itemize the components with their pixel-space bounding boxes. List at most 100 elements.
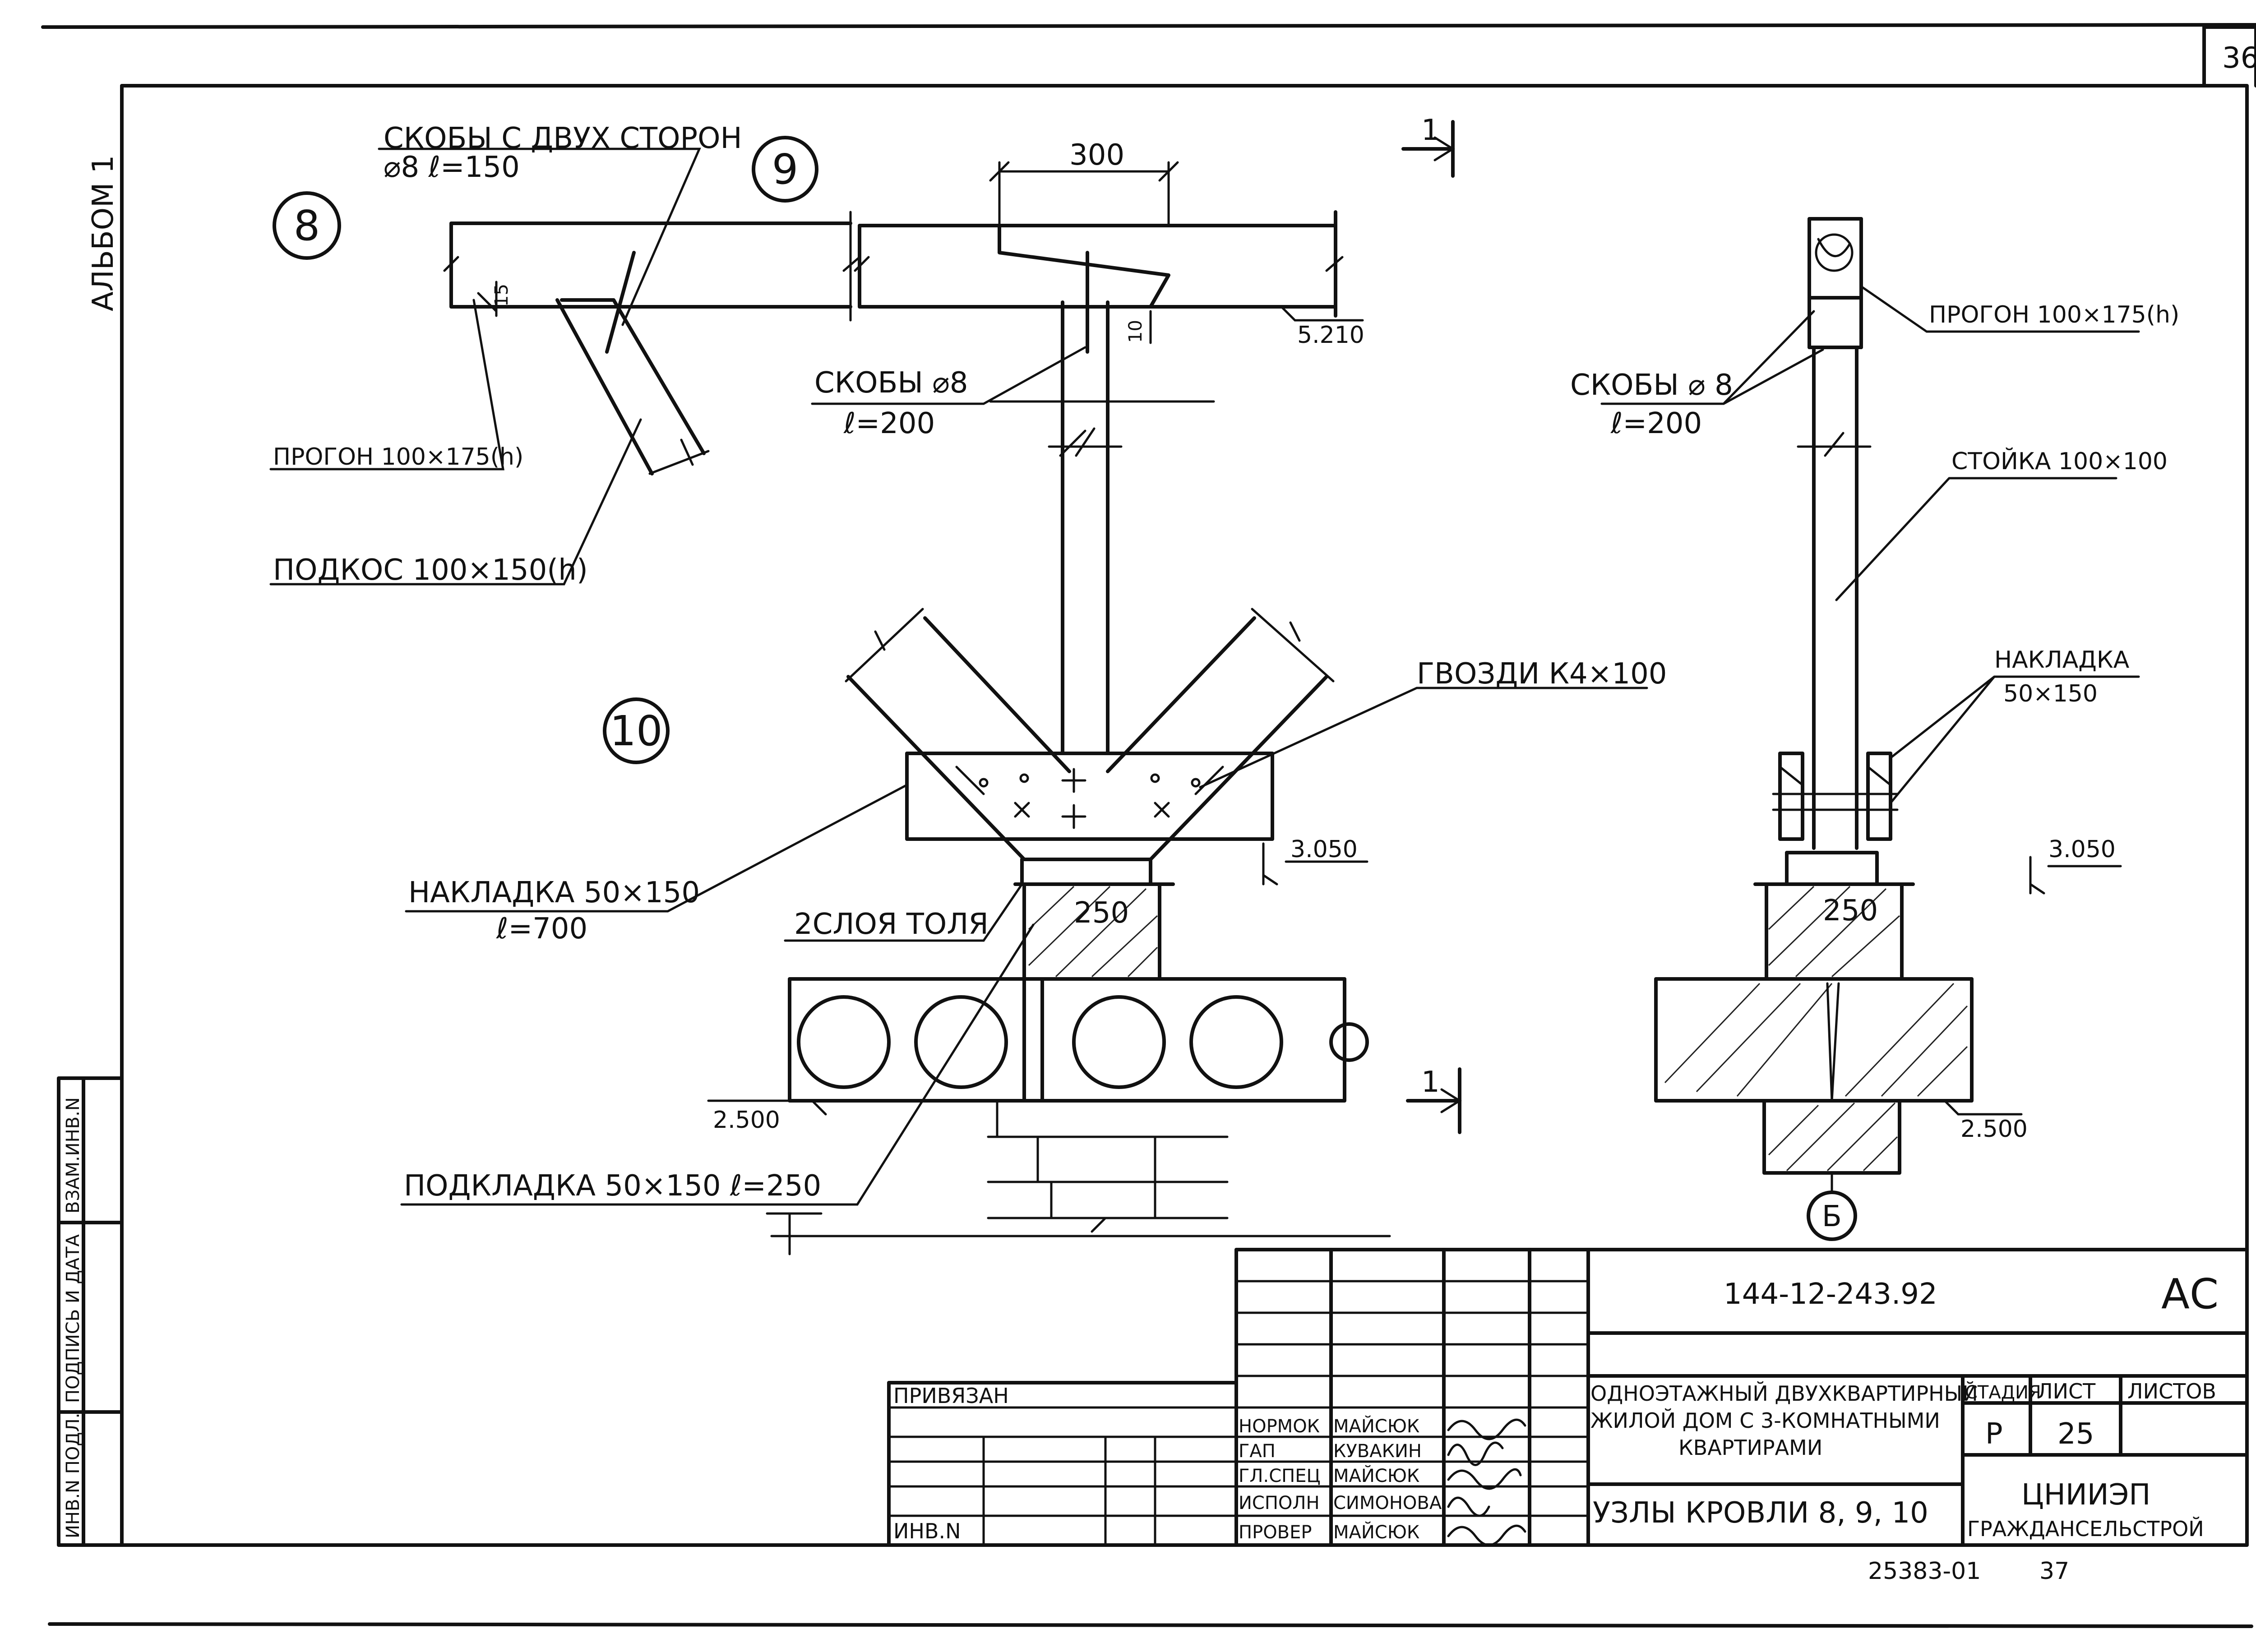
label-podkos: ПОДКОС 100×150(h) xyxy=(273,554,588,587)
base-block-section xyxy=(1785,851,1879,886)
svg-text:1: 1 xyxy=(1421,1066,1440,1099)
node-8-number: 8 xyxy=(294,202,320,250)
node-9-circle xyxy=(752,136,818,203)
side-stamp: ВЗАМ.ИНВ.N ПОДПИСЬ И ДАТА ИНВ.N ПОДЛ. xyxy=(57,1076,124,1547)
tb-org-1: ЦНИИЭП xyxy=(2021,1478,2150,1512)
stamp-podpis: ПОДПИСЬ И ДАТА xyxy=(63,1234,83,1403)
title-block: ПРИВЯЗАН ИНВ.N НОРМОК МАЙСЮК ГАП КУВАКИН… xyxy=(887,1248,2249,1585)
label-progon-right: ПРОГОН 100×175(h) xyxy=(1929,301,2179,328)
node-10-left-brace xyxy=(846,616,1071,861)
tb-sheets-header: ЛИСТОВ xyxy=(2127,1379,2216,1403)
leader-skoby-right xyxy=(1600,310,1824,405)
sheet-number: 36 xyxy=(2222,42,2256,75)
section-mark-bottom: 1 xyxy=(1406,1066,1462,1134)
staff-role: ГАП xyxy=(1239,1441,1276,1462)
leader-skoby-center xyxy=(811,346,1086,405)
staff-role: ИСПОЛН xyxy=(1239,1493,1320,1514)
slab-section xyxy=(1654,977,1974,1103)
label-nakladka-left-len: ℓ=700 xyxy=(496,912,587,946)
node-10-overlay-plate xyxy=(905,752,1274,841)
label-skoby-two-sides: СКОБЫ С ДВУХ СТОРОН xyxy=(384,122,742,155)
label-skoby-right: СКОБЫ ⌀ 8 xyxy=(1570,369,1733,402)
node-9: 9 300 10 5.210 СКОБЫ ⌀8 ℓ=200 xyxy=(752,136,1364,457)
node-10-right-brace xyxy=(1106,616,1328,861)
staff-name: КУВАКИН xyxy=(1333,1441,1422,1462)
dim-250-center: 250 xyxy=(1074,896,1129,930)
tb-inv-n: ИНВ.N xyxy=(893,1519,961,1543)
node-8-brace xyxy=(555,298,706,475)
hollow-core-slab xyxy=(788,977,1346,1103)
node-10: 10 250 3.05 xyxy=(400,300,1667,1255)
staff-role: НОРМОК xyxy=(1239,1416,1320,1437)
label-skoby-two-size: ⌀8 ℓ=150 xyxy=(384,151,520,184)
tb-org-2: ГРАЖДАНСЕЛЬСТРОЙ xyxy=(1967,1517,2204,1541)
post-section xyxy=(1812,346,1858,850)
label-nakladka-right-size: 50×150 xyxy=(2003,680,2098,707)
svg-text:1: 1 xyxy=(1421,114,1440,147)
tb-sheet: 25 xyxy=(2057,1417,2094,1451)
axis-marker xyxy=(1807,1191,1857,1241)
label-stoika: СТОЙКА 100×100 xyxy=(1951,448,2168,475)
label-skoby-center: СКОБЫ ⌀8 xyxy=(814,366,968,400)
elev-2500-right: 2.500 xyxy=(1960,1116,2028,1143)
tb-project-3: КВАРТИРАМИ xyxy=(1678,1435,1822,1460)
axis-mark: Б xyxy=(1822,1200,1842,1233)
drawing-frame xyxy=(120,84,2249,1547)
leader-nakladka-right xyxy=(1889,675,2140,804)
node-8-circle xyxy=(273,191,341,260)
label-gvozdi: ГВОЗДИ К4×100 xyxy=(1417,657,1667,691)
node-8: 8 15 СКОБЫ С ДВУХ СТОРОН ⌀8 ℓ=150 ПРОГОН… xyxy=(269,122,861,587)
tb-drawing-title: УЗЛЫ КРОВЛИ 8, 9, 10 xyxy=(1593,1496,1928,1530)
tb-privyazan: ПРИВЯЗАН xyxy=(893,1384,1009,1408)
label-nakladka-right: НАКЛАДКА xyxy=(1994,646,2130,674)
staff-role: ГЛ.СПЕЦ xyxy=(1239,1466,1321,1486)
node-10-post xyxy=(1061,300,1110,755)
staff-name: МАЙСЮК xyxy=(1333,1465,1419,1486)
node-10-circle xyxy=(603,697,670,764)
label-progon-left: ПРОГОН 100×175(h) xyxy=(273,443,523,471)
sheet-number-box xyxy=(2202,25,2256,88)
svg-text:15: 15 xyxy=(491,284,512,307)
svg-text:10: 10 xyxy=(1125,320,1146,343)
dim-300: 300 xyxy=(1069,138,1124,172)
leader-nakladka-left xyxy=(405,784,908,913)
tb-project-1: ОДНОЭТАЖНЫЙ ДВУХКВАРТИРНЫЙ xyxy=(1590,1381,1978,1406)
section-mark-top: 1 xyxy=(1401,114,1455,178)
signature xyxy=(1447,1468,1522,1490)
section-1-1: 250 Б 3.050 2.500 ПРОГОН 100×175(h) СКОБ… xyxy=(1570,217,2179,1241)
label-podkladka: ПОДКЛАДКА 50×150 ℓ=250 xyxy=(404,1169,821,1203)
stamp-vzam: ВЗАМ.ИНВ.N xyxy=(63,1097,83,1214)
elev-2500-left: 2.500 xyxy=(713,1107,780,1134)
side-plate-left xyxy=(1778,752,1804,841)
wall-section xyxy=(1762,1099,1901,1175)
node-9-number: 9 xyxy=(772,145,799,194)
leader-progon-right xyxy=(1860,285,2140,333)
elev-5210: 5.210 xyxy=(1297,322,1364,349)
album-label: АЛЬБОМ 1 xyxy=(87,155,120,311)
node-9-purlin xyxy=(858,210,1337,318)
staff-name: МАЙСЮК xyxy=(1333,1415,1419,1437)
label-skoby-center-len: ℓ=200 xyxy=(843,407,935,440)
node-10-base-block xyxy=(1020,858,1152,886)
signature xyxy=(1447,1441,1504,1466)
signature xyxy=(1447,1496,1490,1517)
leader-podkos xyxy=(269,418,642,586)
elev-3050-right: 3.050 xyxy=(2048,836,2116,863)
staff-name: МАЙСЮК xyxy=(1333,1521,1419,1543)
tb-code: 144-12-243.92 xyxy=(1724,1278,1937,1311)
stamp-inv: ИНВ.N ПОДЛ. xyxy=(63,1413,83,1538)
signature xyxy=(1447,1524,1526,1546)
tb-bottom-code: 25383-01 xyxy=(1868,1558,1981,1585)
leader-progon-left xyxy=(269,299,504,471)
tb-stage-header: СТАДИЯ xyxy=(1965,1382,2041,1403)
node-8-staple xyxy=(605,251,636,354)
node-9-notch xyxy=(998,224,1170,309)
tb-mark: АС xyxy=(2161,1270,2219,1318)
elev-3050-center: 3.050 xyxy=(1290,836,1358,863)
label-tol: 2СЛОЯ ТОЛЯ xyxy=(794,908,989,941)
bottom-border-line xyxy=(48,1622,2253,1628)
top-border-line xyxy=(41,23,2256,29)
node-10-number: 10 xyxy=(610,707,662,755)
staff-name: СИМОНОВА xyxy=(1333,1493,1442,1514)
